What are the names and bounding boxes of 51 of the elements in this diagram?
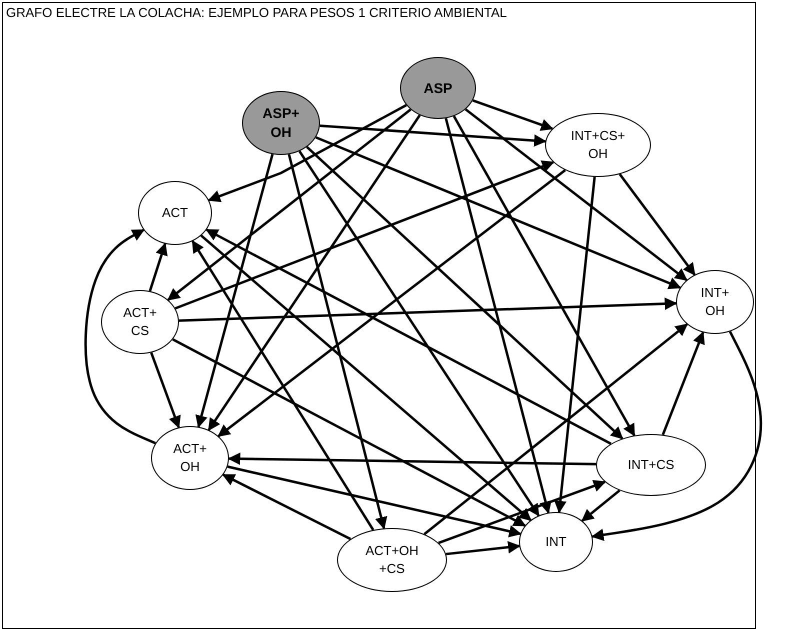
ellipse-node: [400, 57, 476, 119]
node-label: ACT+OH +CS: [364, 542, 420, 578]
arrow: [288, 154, 388, 530]
ellipse-node: [151, 426, 229, 490]
arrow: [581, 489, 620, 522]
arrow: [172, 338, 526, 527]
arrow: [178, 298, 678, 322]
arrow: [591, 330, 762, 542]
arrow: [200, 234, 532, 522]
arrow: [174, 160, 555, 310]
arrow: [167, 108, 412, 301]
arrow: [662, 331, 705, 436]
arrow: [618, 173, 696, 276]
ellipse-node: [519, 512, 593, 572]
node-label: ASP+ OH: [262, 104, 300, 142]
ellipse-node: [676, 270, 754, 334]
arrow: [438, 480, 606, 544]
node-label: ACT+ OH: [172, 440, 208, 476]
arrow: [208, 114, 421, 431]
arrow: [320, 124, 547, 147]
arrow: [298, 150, 540, 517]
arrow: [228, 452, 596, 466]
arrow: [84, 228, 156, 444]
arrow: [444, 118, 552, 514]
arrow: [554, 176, 596, 514]
node-label: INT+ OH: [700, 284, 730, 320]
arrow: [464, 108, 688, 282]
arrow: [192, 240, 374, 531]
node-label: INT: [546, 533, 566, 551]
ellipse-node: [138, 181, 212, 245]
node-label: ACT+ CS: [122, 304, 158, 340]
diagram-title: GRAFO ELECTRE LA COLACHA: EJEMPLO PARA PESOS 1 CRITERIO AMBIENTAL: [6, 5, 507, 20]
arrow: [218, 169, 566, 438]
arrow: [424, 323, 688, 536]
arrow: [195, 154, 274, 428]
ellipse-node: [596, 434, 706, 496]
arrow: [222, 474, 352, 540]
arrow: [306, 146, 624, 440]
arrow: [205, 228, 612, 445]
node-label: INT+CS: [628, 456, 674, 474]
arrow: [472, 99, 554, 131]
node-label: ACT: [162, 204, 188, 222]
arrow: [227, 465, 522, 538]
node-label: ASP: [424, 78, 452, 98]
arrow: [208, 104, 407, 202]
arrow: [148, 242, 168, 292]
arrow: [150, 352, 181, 429]
arrow: [452, 116, 636, 437]
node-label: INT+CS+ OH: [570, 127, 626, 163]
arrow: [315, 136, 682, 290]
arrow: [446, 541, 521, 556]
